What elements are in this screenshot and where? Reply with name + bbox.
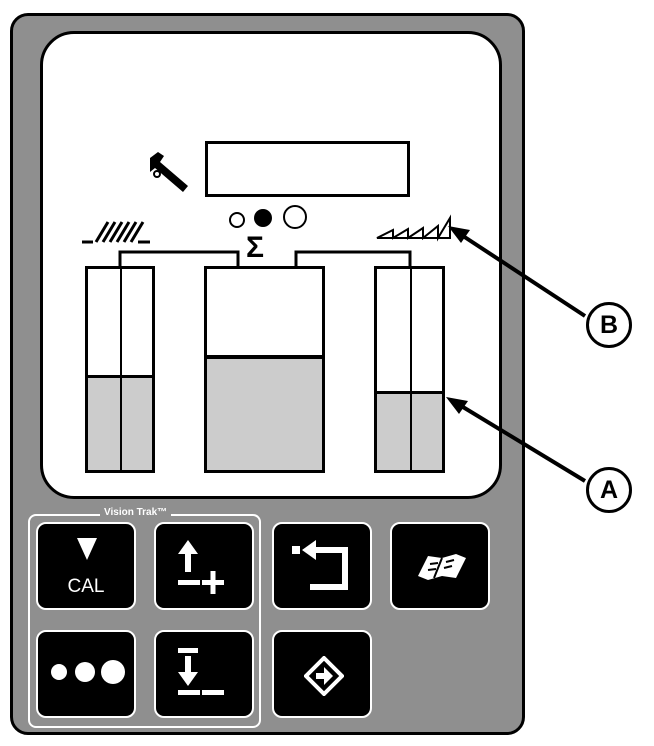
book-icon — [418, 554, 466, 580]
enter-key[interactable] — [272, 630, 372, 718]
return-arrow-icon — [292, 540, 348, 590]
center-gauge — [204, 266, 325, 473]
enter-diamond-icon — [304, 656, 344, 696]
down-triangle-icon — [77, 538, 97, 560]
lower-key[interactable] — [154, 630, 254, 718]
three-dots-icon — [51, 660, 125, 684]
connector-right — [294, 250, 412, 268]
ground-hatch-icon — [82, 221, 150, 244]
wrench-icon — [150, 152, 188, 192]
indicator-empty-left-icon — [229, 212, 245, 228]
brand-label: Vision Trak™ — [100, 506, 172, 519]
callout-a-arrow — [456, 402, 587, 483]
return-key[interactable] — [272, 522, 372, 610]
cal-key-label: CAL — [67, 576, 105, 597]
right-gauge-fill — [377, 390, 442, 470]
raise-plus-key[interactable] — [154, 522, 254, 610]
callout-b: B — [586, 302, 632, 348]
lcd-readout — [205, 141, 410, 197]
right-gauge — [374, 266, 445, 473]
dots-key[interactable] — [36, 630, 136, 718]
cal-key[interactable]: CAL — [36, 522, 136, 610]
callout-b-arrow — [458, 232, 587, 318]
center-gauge-fill — [207, 356, 322, 470]
left-gauge — [85, 266, 155, 473]
indicator-filled-icon — [254, 209, 272, 227]
raise-plus-icon — [178, 540, 224, 594]
sawtooth-icon — [376, 214, 451, 242]
sigma-symbol: Σ — [246, 231, 265, 264]
book-key[interactable] — [390, 522, 490, 610]
indicator-empty-right-icon — [283, 205, 307, 229]
lower-arrow-icon — [178, 648, 224, 695]
callout-a: A — [586, 467, 632, 513]
connector-left — [118, 250, 240, 268]
